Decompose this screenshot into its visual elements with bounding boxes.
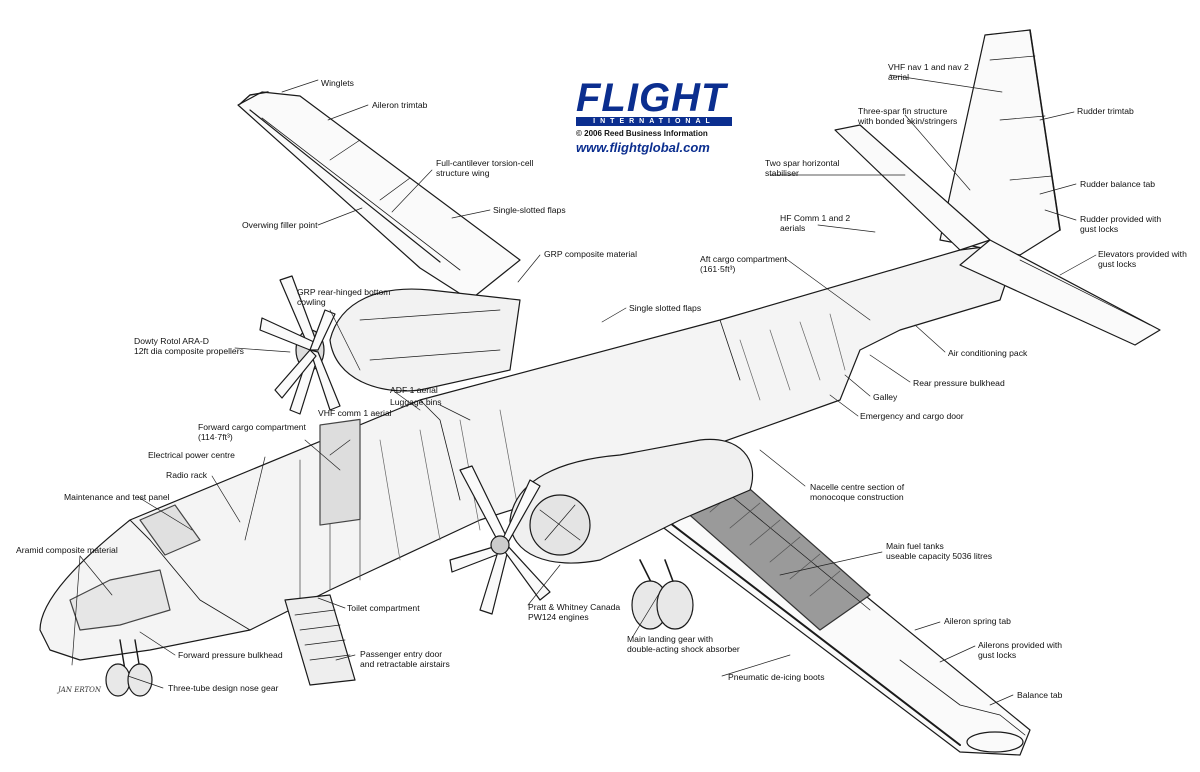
label-aft-cargo: Aft cargo compartment(161·5ft³) — [700, 254, 787, 274]
logo-subtitle: INTERNATIONAL — [576, 117, 732, 126]
label-aileron-trimtab: Aileron trimtab — [372, 100, 428, 110]
right-engine-nacelle — [509, 438, 754, 564]
label-rear-bulkhead: Rear pressure bulkhead — [913, 378, 1005, 388]
right-propeller — [449, 465, 551, 615]
artist-signature: JAN ERTON — [58, 686, 102, 694]
label-vhf-comm: VHF comm 1 aerial — [318, 408, 392, 418]
label-deicing: Pneumatic de-icing boots — [728, 672, 825, 682]
flight-international-logo: FLIGHT INTERNATIONAL © 2006 Reed Busines… — [576, 76, 732, 155]
label-luggage-bins: Luggage bins — [390, 397, 442, 407]
label-aileron-spring: Aileron spring tab — [944, 616, 1011, 626]
label-emergency-door: Emergency and cargo door — [860, 411, 964, 421]
label-single-slotted-flaps-2: Single slotted flaps — [629, 303, 702, 313]
label-filler-point: Overwing filler point — [242, 220, 318, 230]
nose-landing-gear — [105, 639, 153, 697]
label-adf-aerial: ADF 1 aerial — [390, 385, 438, 395]
label-galley: Galley — [873, 392, 898, 402]
tail — [834, 29, 1161, 346]
airstairs — [284, 594, 356, 686]
label-electrical-power: Electrical power centre — [148, 450, 235, 460]
label-air-conditioning: Air conditioning pack — [948, 348, 1028, 358]
label-rudder-balance: Rudder balance tab — [1080, 179, 1156, 189]
label-grp-composite: GRP composite material — [544, 249, 637, 259]
main-landing-gear — [631, 559, 694, 630]
label-nose-gear: Three-tube design nose gear — [168, 683, 279, 693]
left-wing — [237, 91, 521, 301]
label-winglets: Winglets — [321, 78, 354, 88]
label-forward-cargo: Forward cargo compartment(114·7ft³) — [198, 422, 306, 442]
left-propeller — [259, 275, 341, 415]
label-toilet: Toilet compartment — [347, 603, 420, 613]
fuselage — [39, 244, 1011, 661]
logo-url[interactable]: www.flightglobal.com — [576, 140, 710, 155]
label-radio-rack: Radio rack — [166, 470, 208, 480]
label-maintenance-panel: Maintenance and test panel — [64, 492, 170, 502]
logo-wordmark: FLIGHT — [576, 76, 727, 120]
label-balance-tab: Balance tab — [1017, 690, 1063, 700]
label-single-slotted-flaps-1: Single-slotted flaps — [493, 205, 566, 215]
label-forward-bulkhead: Forward pressure bulkhead — [178, 650, 283, 660]
label-rudder-trimtab: Rudder trimtab — [1077, 106, 1134, 116]
leader-lines — [71, 74, 1097, 706]
logo-copyright: © 2006 Reed Business Information — [576, 129, 708, 138]
label-aramid: Aramid composite material — [16, 545, 118, 555]
